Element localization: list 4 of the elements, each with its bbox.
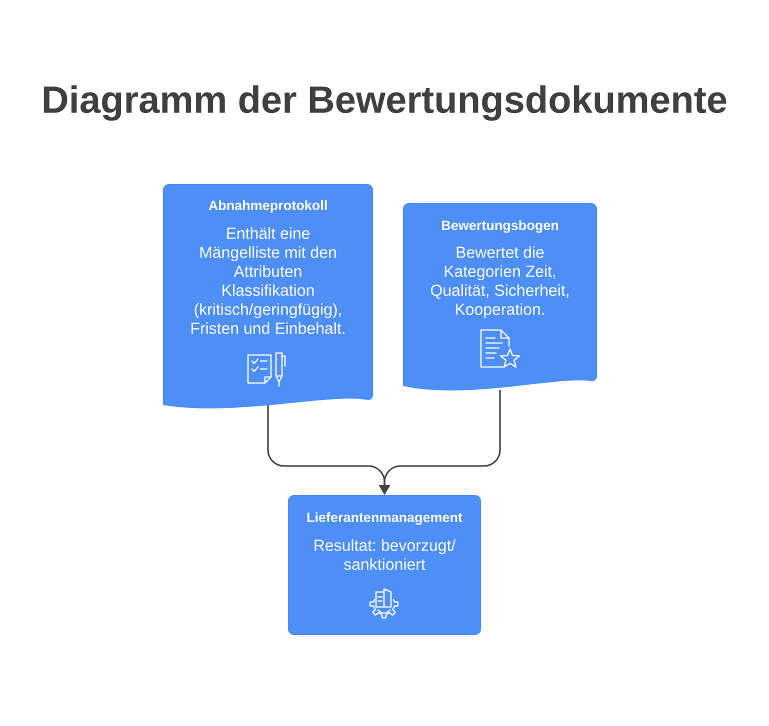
document-box: Abnahmeprotokoll Enthält eine Mängelliste mit den Attributen Klassifikation (kritisch/geringfügig), Fristen und Einbehalt.	[163, 184, 373, 408]
process-box: Lieferantenmanagement Resultat: bevorzugt/ sanktioniert	[288, 495, 481, 635]
document-box: Bewertungsbogen Bewertet die Kategorien Zeit, Qualität, Sicherheit, Kooperation.	[403, 203, 597, 390]
title: Diagramm der Bewertungsdokumente	[44, 85, 726, 121]
